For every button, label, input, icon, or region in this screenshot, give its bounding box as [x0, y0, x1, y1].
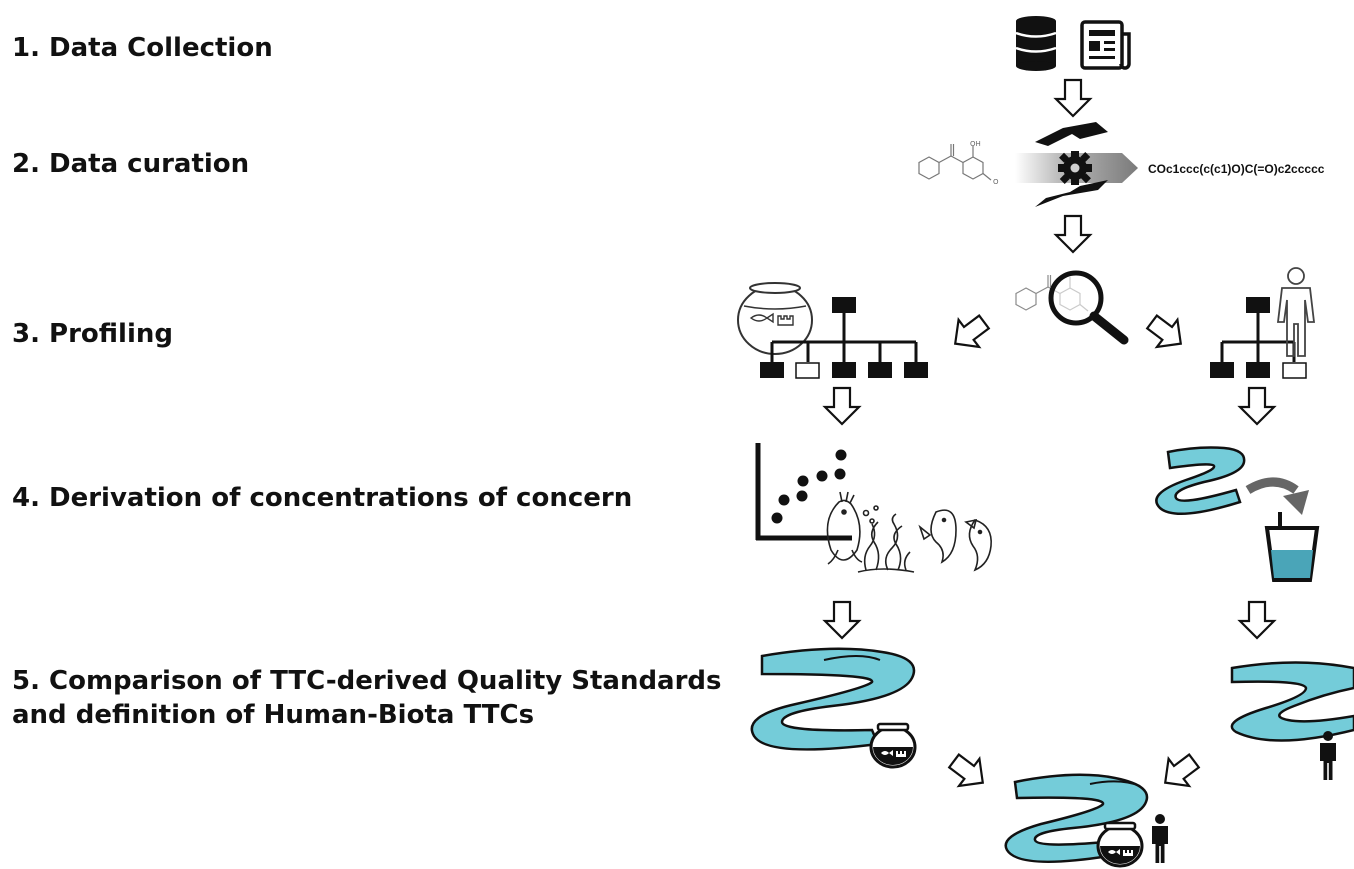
database-icon: [1015, 16, 1057, 71]
step-1-label: 1. Data Collection: [12, 33, 273, 63]
step-4-label: 4. Derivation of concentrations of conce…: [12, 483, 633, 513]
aquatic-organisms-icon: [826, 491, 992, 573]
drinking-glass-icon: [1264, 512, 1320, 582]
molecule-atom-oh: OH: [970, 140, 981, 148]
human-icon: [1320, 731, 1336, 780]
human-profiling-tree: [1210, 297, 1307, 379]
arrow-down-icon: [1238, 600, 1276, 640]
river-icon: [750, 647, 916, 751]
curved-arrow-icon: [1245, 477, 1309, 515]
step-3-label: 3. Profiling: [12, 319, 173, 349]
arrow-down-icon: [1054, 78, 1092, 118]
step-2-label: 2. Data curation: [12, 149, 250, 179]
fishbowl-icon: [737, 282, 813, 355]
molecule-atom-o: O: [993, 178, 999, 186]
human-outline-icon: [1276, 267, 1316, 357]
arrow-left-down-icon: [1153, 746, 1206, 798]
river-icon: [1230, 661, 1354, 742]
eco-profiling-tree: [760, 297, 928, 379]
magnifier-icon: [1015, 270, 1129, 345]
smiles-string: COc1ccc(c(c1)O)C(=O)c2ccccc: [1148, 162, 1325, 176]
river-icon: [1004, 773, 1149, 863]
arrow-down-icon: [1238, 386, 1276, 426]
molecule-structure: OH O: [918, 140, 999, 186]
fishbowl-icon: [869, 722, 917, 769]
arrow-left-down-icon: [943, 307, 996, 359]
arrow-down-icon: [823, 600, 861, 640]
step-5-line-1: 5. Comparison of TTC-derived Quality Sta…: [12, 666, 722, 696]
scatter-plot-icon: [755, 443, 852, 541]
fishbowl-icon: [1096, 821, 1144, 868]
newspaper-icon: [1080, 20, 1131, 70]
arrow-down-icon: [1054, 214, 1092, 254]
human-icon: [1152, 814, 1168, 863]
arrow-down-icon: [823, 386, 861, 426]
arrow-right-down-icon: [1140, 307, 1193, 359]
step-5-line-2: and definition of Human-Biota TTCs: [12, 700, 535, 730]
river-icon: [1155, 446, 1246, 516]
arrow-right-down-icon: [942, 746, 995, 798]
step-5-label: 5. Comparison of TTC-derived Quality Sta…: [12, 664, 722, 732]
